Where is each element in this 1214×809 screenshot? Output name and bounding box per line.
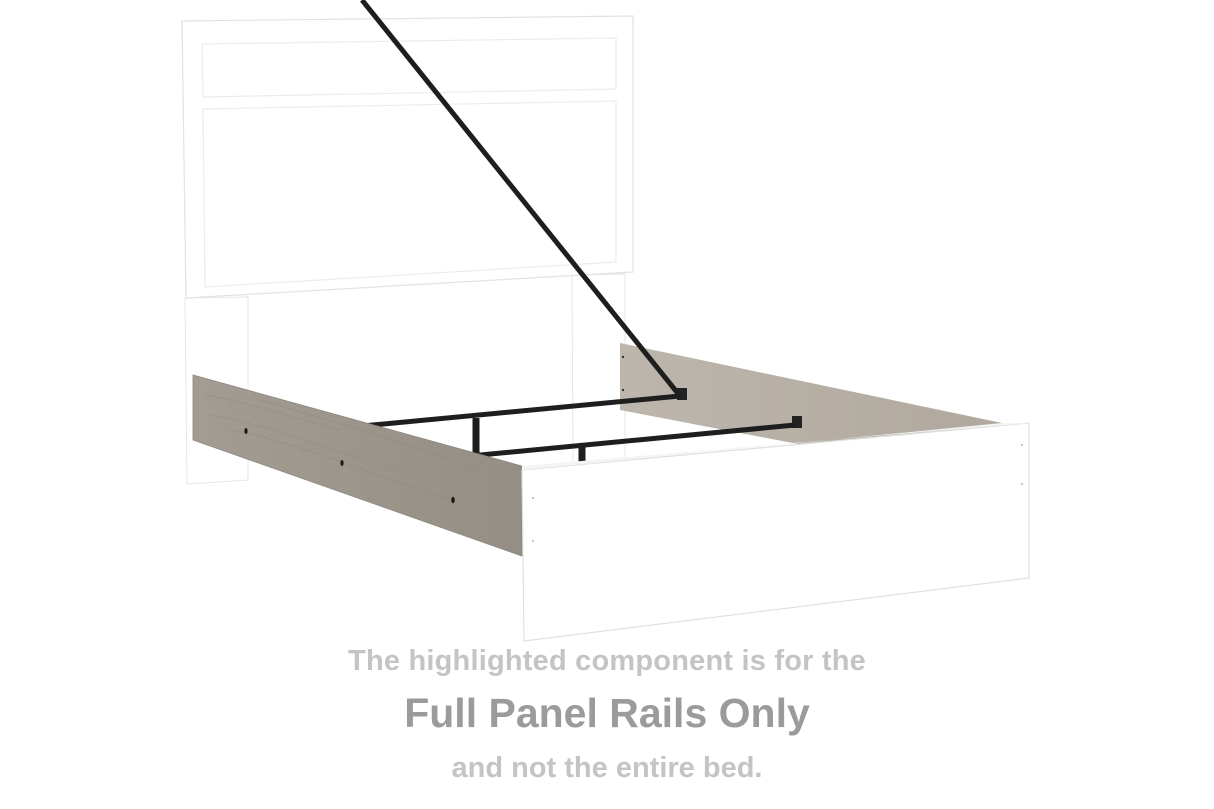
rail-bracket bbox=[792, 416, 802, 428]
rail-bracket bbox=[677, 388, 687, 400]
headboard-upper-inset bbox=[201, 37, 617, 98]
footboard bbox=[521, 422, 1030, 642]
right-side-rail bbox=[620, 343, 1002, 444]
headboard-lower-inset bbox=[202, 100, 617, 288]
left-side-rail bbox=[192, 374, 523, 557]
caption-intro: The highlighted component is for the bbox=[348, 645, 866, 677]
caption-disclaimer: and not the entire bed. bbox=[451, 752, 763, 784]
headboard-panel bbox=[181, 15, 634, 299]
caption-component-name: Full Panel Rails Only bbox=[404, 690, 810, 736]
headboard-right-leg bbox=[571, 273, 626, 464]
